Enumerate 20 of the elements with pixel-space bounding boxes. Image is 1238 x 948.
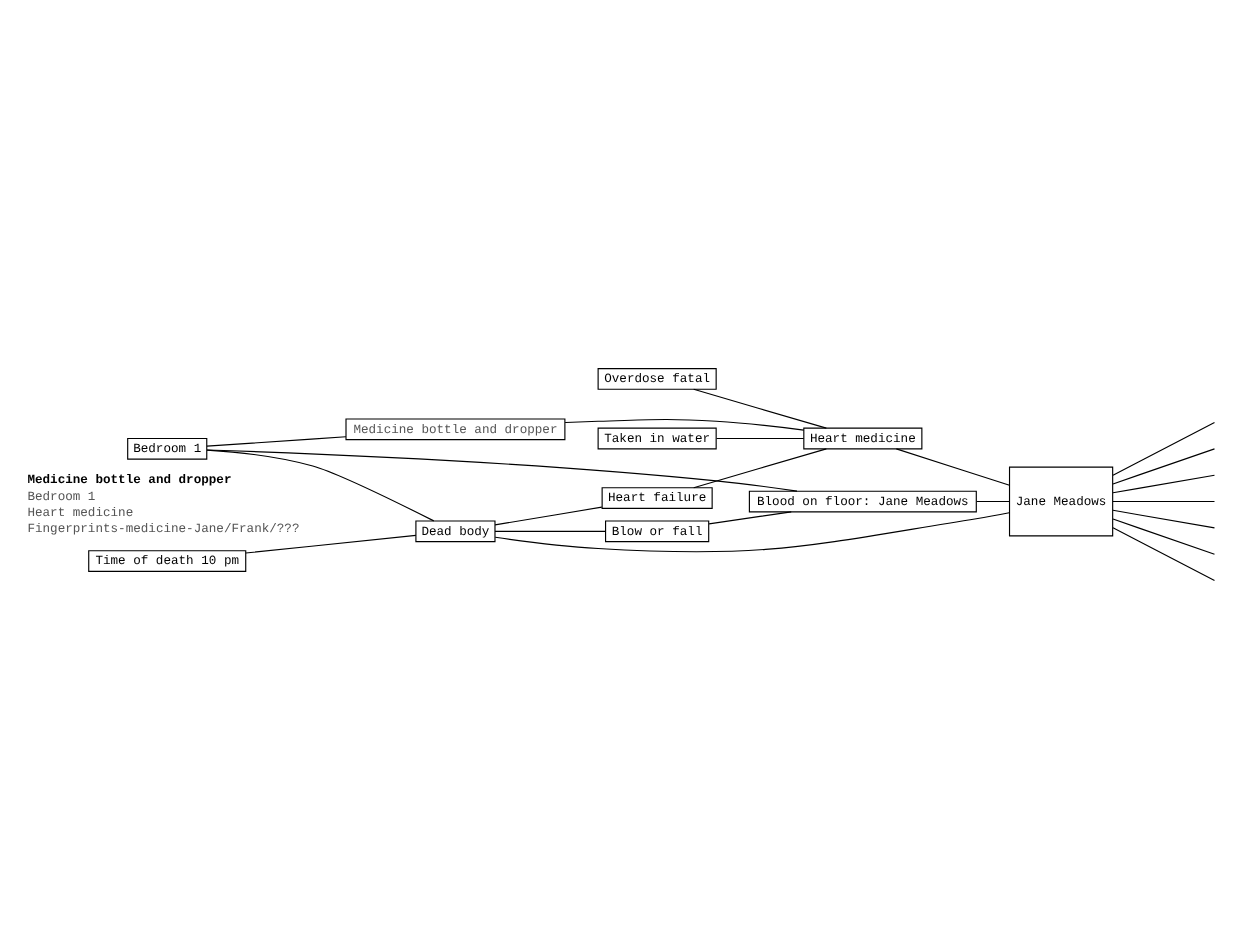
connector xyxy=(206,435,347,446)
connector xyxy=(1112,447,1216,484)
connector xyxy=(1112,508,1216,528)
connector xyxy=(1112,517,1216,554)
connector xyxy=(716,436,805,439)
connector xyxy=(564,417,805,430)
connector xyxy=(1112,420,1216,475)
connector xyxy=(1112,499,1216,502)
connector xyxy=(693,447,827,488)
connector xyxy=(1112,473,1216,493)
connector xyxy=(895,447,1011,485)
connector xyxy=(245,533,417,553)
connector xyxy=(494,505,603,525)
connector xyxy=(1112,526,1216,581)
connector xyxy=(494,511,1010,552)
connector xyxy=(708,510,792,524)
connector xyxy=(206,448,798,491)
connector xyxy=(494,529,606,531)
connector xyxy=(976,499,1010,502)
connector xyxy=(693,387,827,428)
